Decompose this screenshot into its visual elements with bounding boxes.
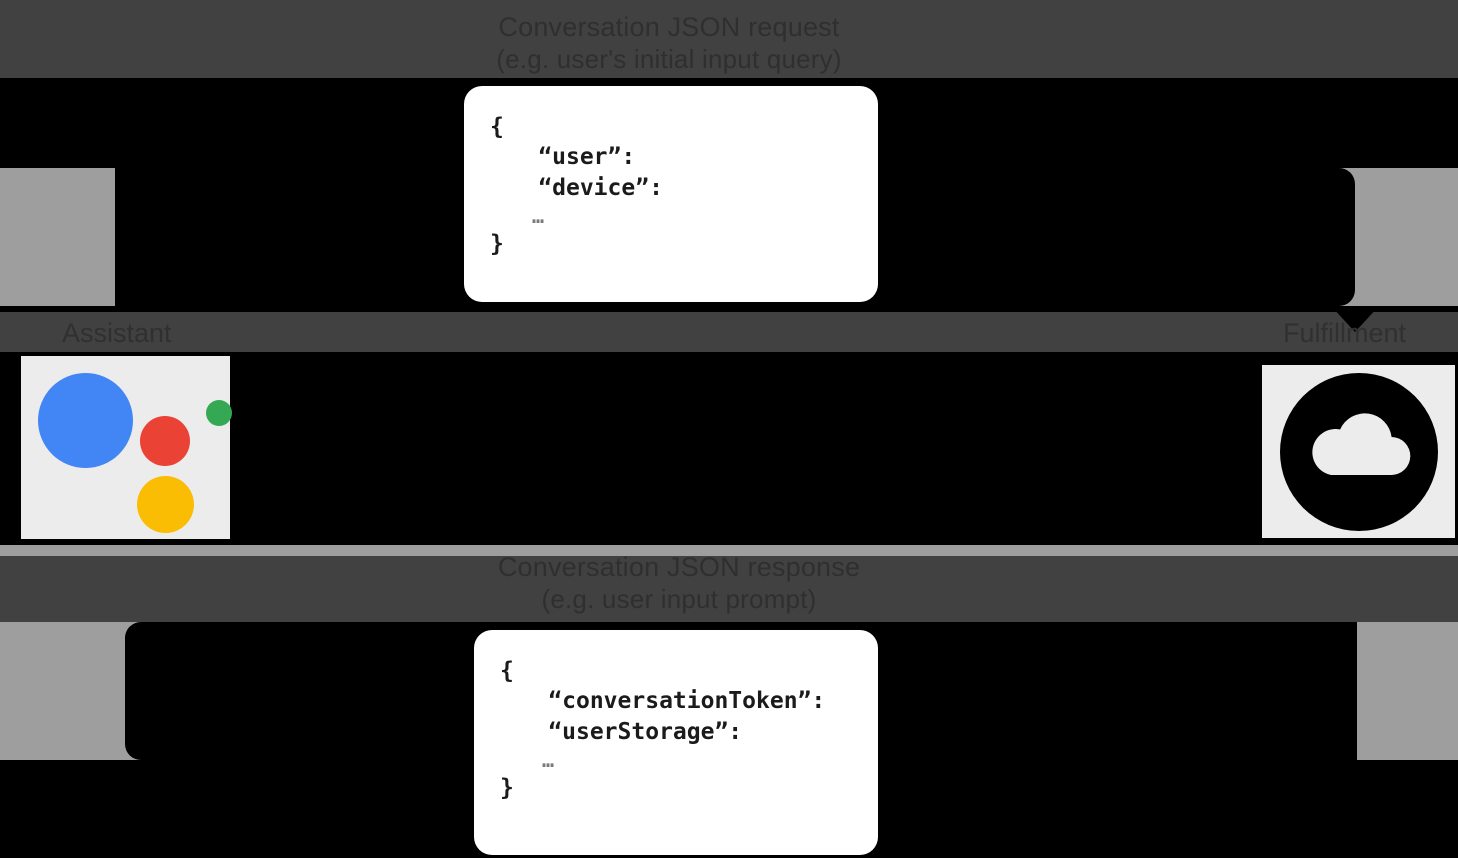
json-key: “device”: — [538, 174, 663, 201]
response-caption-line1: Conversation JSON response — [497, 552, 861, 582]
assistant-dot-yellow — [137, 476, 194, 533]
request-caption-strip — [0, 0, 1458, 78]
response-caption-line2: (e.g. user input prompt) — [541, 583, 817, 614]
assistant-dot-red — [140, 416, 190, 466]
json-ellipsis: … — [542, 748, 555, 773]
json-key: “conversationToken”: — [548, 688, 826, 715]
node-label-fulfillment: Fulfillment — [1283, 318, 1407, 348]
json-key: “user”: — [538, 144, 636, 171]
response-caption: Conversation JSON response (e.g. user in… — [379, 552, 979, 615]
json-key: “userStorage”: — [548, 718, 743, 745]
assistant-dot-green — [206, 400, 232, 426]
assistant-dot-blue — [38, 373, 133, 468]
request-json-card: { “user”: “device”: … } — [464, 86, 878, 302]
json-open-brace: { — [500, 658, 514, 684]
request-caption: Conversation JSON request (e.g. user's i… — [369, 12, 969, 75]
response-json-card: { “conversationToken”: “userStorage”: … … — [474, 630, 878, 855]
google-assistant-logo-icon — [21, 356, 232, 539]
json-ellipsis: … — [532, 204, 545, 229]
request-caption-line1: Conversation JSON request — [498, 12, 840, 42]
json-close-brace: } — [490, 231, 504, 258]
cloud-icon — [1262, 365, 1455, 538]
node-label-assistant: Assistant — [62, 318, 172, 348]
json-open-brace: { — [490, 114, 504, 140]
node-label-strip — [0, 312, 1458, 352]
response-caption-strip — [0, 556, 1458, 622]
request-caption-line2: (e.g. user's initial input query) — [496, 43, 842, 74]
json-close-brace: } — [500, 775, 514, 802]
request-arrowhead-icon — [1331, 306, 1379, 332]
